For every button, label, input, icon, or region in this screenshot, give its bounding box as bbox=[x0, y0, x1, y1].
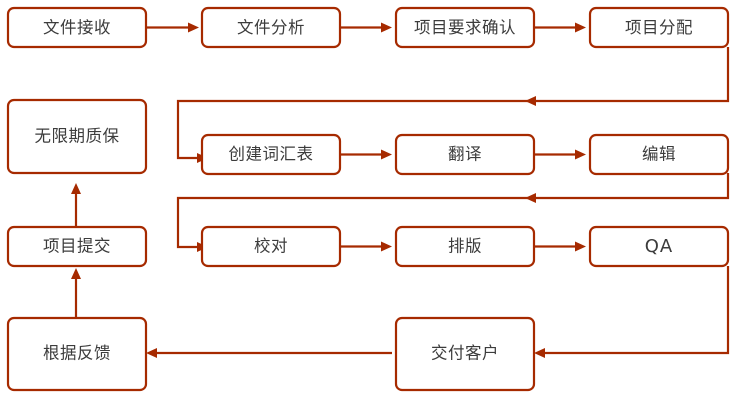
node-typeset[interactable]: 排版 bbox=[394, 225, 536, 268]
node-proofread[interactable]: 校对 bbox=[200, 225, 342, 268]
node-based-on-feedback-shape[interactable] bbox=[6, 316, 148, 392]
node-project-submit-shape[interactable] bbox=[6, 225, 148, 268]
node-requirement-confirm-shape[interactable] bbox=[394, 6, 536, 49]
edge-deliver-client-to-based-on-feedback bbox=[146, 348, 392, 358]
node-create-glossary-label: 创建词汇表 bbox=[229, 145, 314, 164]
node-qa-shape[interactable] bbox=[588, 225, 730, 268]
node-edit-shape[interactable] bbox=[588, 133, 730, 176]
node-unlimited-warranty-label: 无限期质保 bbox=[35, 127, 120, 146]
node-proofread-shape[interactable] bbox=[200, 225, 342, 268]
edge-qa-to-deliver-client bbox=[534, 266, 730, 358]
node-unlimited-warranty[interactable]: 无限期质保 bbox=[6, 98, 148, 175]
node-deliver-client[interactable]: 交付客户 bbox=[394, 316, 536, 392]
edge-based-on-feedback-to-project-submit bbox=[71, 268, 81, 318]
node-edit[interactable]: 编辑 bbox=[588, 133, 730, 176]
node-project-assign[interactable]: 项目分配 bbox=[588, 6, 730, 49]
edge-proofread-to-typeset bbox=[340, 241, 392, 252]
node-project-assign-label: 项目分配 bbox=[625, 18, 693, 37]
edge-translate-to-edit bbox=[534, 149, 586, 160]
node-file-receive-label: 文件接收 bbox=[43, 18, 111, 37]
node-layer: 文件接收 文件分析 项目要求确认 项目分配 创建词汇表 翻译 bbox=[6, 6, 730, 392]
node-typeset-shape[interactable] bbox=[394, 225, 536, 268]
edge-layer bbox=[71, 22, 730, 358]
node-based-on-feedback[interactable]: 根据反馈 bbox=[6, 316, 148, 392]
edge-file-receive-to-file-analysis bbox=[146, 22, 199, 33]
node-translate-shape[interactable] bbox=[394, 133, 536, 176]
node-project-submit[interactable]: 项目提交 bbox=[6, 225, 148, 268]
node-file-analysis-shape[interactable] bbox=[200, 6, 342, 49]
node-qa[interactable]: QA bbox=[588, 225, 730, 268]
node-create-glossary[interactable]: 创建词汇表 bbox=[200, 133, 342, 176]
node-file-analysis[interactable]: 文件分析 bbox=[200, 6, 342, 49]
node-translate[interactable]: 翻译 bbox=[394, 133, 536, 176]
node-project-submit-label: 项目提交 bbox=[43, 237, 111, 256]
node-requirement-confirm[interactable]: 项目要求确认 bbox=[394, 6, 536, 49]
edge-create-glossary-to-translate bbox=[340, 149, 392, 160]
node-translate-label: 翻译 bbox=[448, 145, 482, 164]
node-file-receive[interactable]: 文件接收 bbox=[6, 6, 148, 49]
node-qa-label: QA bbox=[645, 236, 673, 257]
node-deliver-client-label: 交付客户 bbox=[431, 344, 499, 363]
node-project-assign-shape[interactable] bbox=[588, 6, 730, 49]
edge-project-submit-to-unlimited-warranty bbox=[71, 183, 81, 228]
node-edit-label: 编辑 bbox=[642, 145, 676, 164]
node-based-on-feedback-label: 根据反馈 bbox=[43, 344, 111, 363]
node-deliver-client-shape[interactable] bbox=[394, 316, 536, 392]
node-unlimited-warranty-shape[interactable] bbox=[6, 98, 148, 175]
node-typeset-label: 排版 bbox=[448, 237, 482, 256]
edge-typeset-to-qa bbox=[534, 241, 586, 252]
node-proofread-label: 校对 bbox=[254, 237, 288, 256]
node-create-glossary-shape[interactable] bbox=[200, 133, 342, 176]
edge-file-analysis-to-requirement-confirm bbox=[340, 22, 392, 33]
node-requirement-confirm-label: 项目要求确认 bbox=[414, 18, 516, 37]
node-file-analysis-label: 文件分析 bbox=[237, 18, 305, 37]
edge-requirement-confirm-to-project-assign bbox=[534, 22, 586, 33]
edge-edit-to-proofread bbox=[176, 173, 730, 252]
node-file-receive-shape[interactable] bbox=[6, 6, 148, 49]
